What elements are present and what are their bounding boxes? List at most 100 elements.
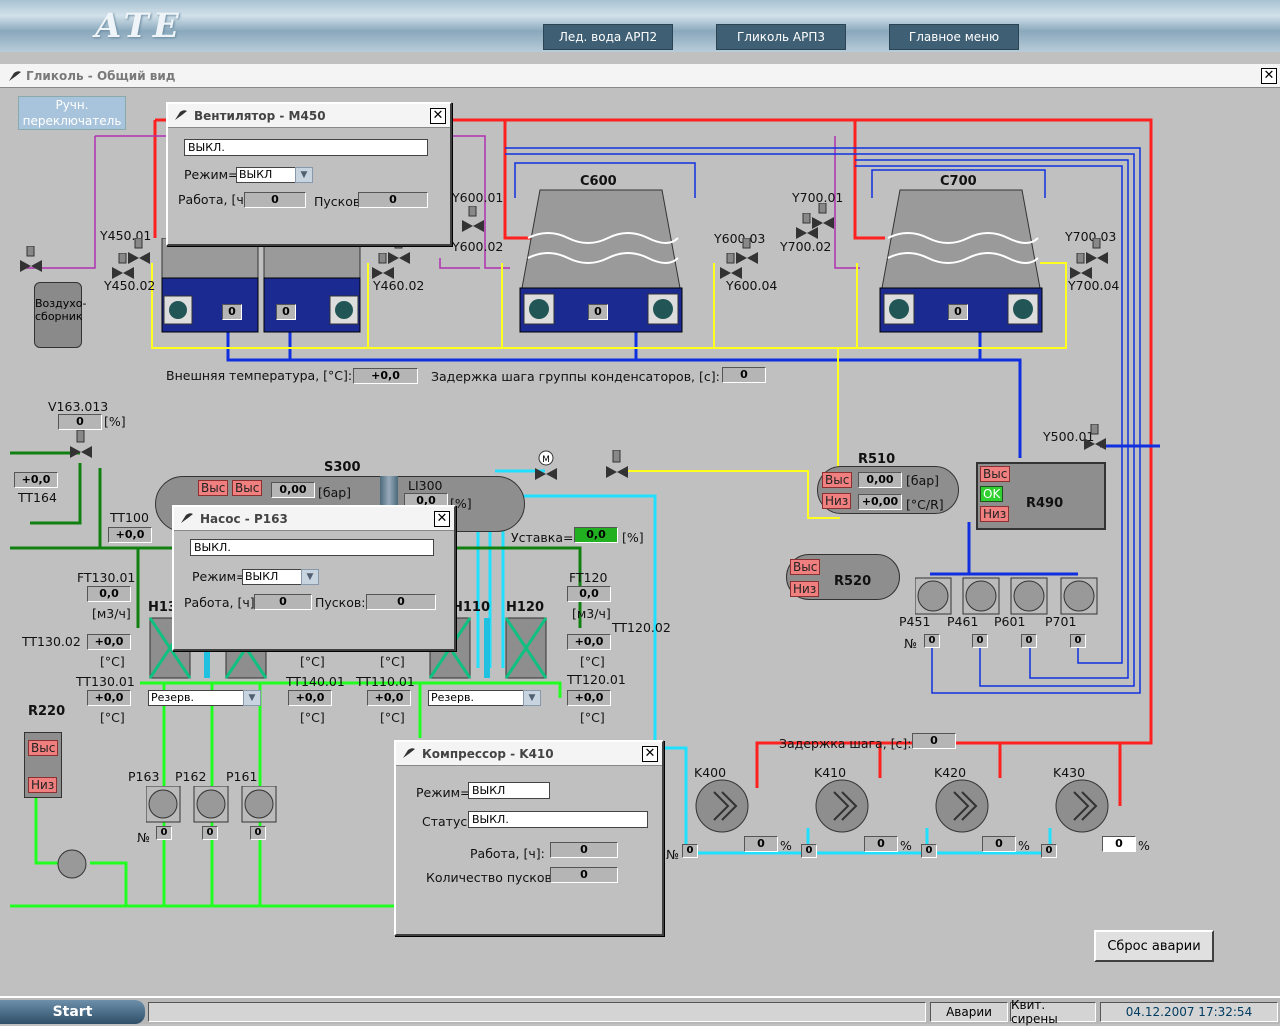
fan-dialog-titlebar[interactable]: Вентилятор - M450 ✕ [168,104,450,128]
tt140-01-value: +0,0 [288,690,332,706]
alarms-button[interactable]: Аварии [930,1002,1008,1022]
siren-ack-button[interactable]: Квит. сирены [1010,998,1096,1026]
tt120-02-value: +0,0 [567,634,611,650]
v163-valve-icon[interactable] [70,430,92,460]
h130-mode-select[interactable]: Резерв.▼ [148,690,261,706]
level-gauge-icon [380,476,398,506]
comp-status-label: Статус: [422,814,472,829]
valve-y700-04-icon[interactable] [1070,253,1092,279]
nav-main-menu-button[interactable]: Главное меню [889,24,1019,50]
p461-index: 0 [972,634,988,648]
k420-pct: % [1018,838,1030,853]
chevron-down-icon[interactable]: ▼ [243,690,261,706]
valve-icon[interactable] [20,246,42,272]
k430-load-value[interactable]: 0 [1102,836,1136,852]
motor-valve-icon[interactable]: M [534,450,558,480]
fan-dialog-close-icon[interactable]: ✕ [430,108,446,124]
valve-y460-02-icon[interactable] [372,253,394,279]
step-delay-value[interactable]: 0 [912,733,956,749]
tt110-01-value: +0,0 [367,690,411,706]
air-receiver[interactable]: Воздухо- сборник [34,282,86,348]
fan-m460-counter: 0 [276,304,296,320]
chevron-down-icon[interactable]: ▼ [301,569,319,585]
tt110-01-label: TT110.01 [356,674,415,689]
r220-high-alarm: Выс [28,740,59,756]
k420-load-value: 0 [982,836,1016,852]
tt120-01-label: TT120.01 [567,672,626,687]
s300-pressure-unit: [бар] [318,485,352,500]
pump-status-field: ВЫКЛ. [190,539,434,556]
valve-y700-03-icon[interactable] [1086,238,1108,264]
pump-mode-select[interactable]: ВЫКЛ▼ [242,569,319,585]
tt130-02-unit: [°C] [100,654,125,669]
cond-delay-value[interactable]: 0 [722,367,766,383]
compressor-dialog-title: Компрессор - K410 [422,746,554,761]
r490-low-alarm: Низ [980,506,1010,522]
ft130-value: 0,0 [87,586,131,602]
r520-high-alarm: Выс [790,559,821,575]
tt130-01-unit: [°C] [100,710,125,725]
y700-02-label: Y700.02 [780,239,832,254]
valve-y600-03-icon[interactable] [736,238,758,264]
condenser-c450-c460[interactable] [160,238,370,334]
tt120-01-unit: [°C] [580,710,605,725]
fan-mode-select[interactable]: ВЫКЛ ▼ [236,167,313,183]
s300-high-alarm: Выс [198,480,229,496]
valve-y600-01-icon[interactable] [462,206,484,232]
valve-y450-01-icon[interactable] [128,238,150,264]
valve-y600-04-icon[interactable] [720,253,742,279]
c600-label: C600 [580,174,617,189]
nav-glycol-button[interactable]: Гликоль АРП3 [716,24,846,50]
ft130-label: FT130.01 [77,570,136,585]
start-button[interactable]: Start [0,1000,145,1024]
comp-mode-field[interactable]: ВЫКЛ [468,782,550,799]
comp-starts-label: Количество пусков: [426,870,557,885]
manual-switch-button[interactable]: Ручн. переключатель [18,96,126,130]
fan-mode-value: ВЫКЛ [239,168,273,181]
pump-work-value: 0 [254,594,312,610]
setpoint-unit: [%] [622,530,644,545]
comp-mode-label: Режим= [416,785,471,800]
h110-mode-select[interactable]: Резерв.▼ [428,690,541,706]
p461-label: P461 [947,614,979,629]
r520-label: R520 [834,574,872,589]
pump-group-p451-p701[interactable] [915,576,1105,616]
manual-switch-line2: переключатель [22,114,122,128]
valve-y700-02-icon[interactable] [796,213,818,239]
logo: ATE [95,6,183,46]
compressor-dialog-titlebar[interactable]: Компрессор - K410 ✕ [396,742,662,766]
condenser-c600[interactable] [518,188,684,334]
valve-y700-01-icon[interactable] [812,203,834,229]
pump-dialog-title: Насос - P163 [200,511,288,526]
chevron-down-icon[interactable]: ▼ [295,167,313,183]
pump-dialog: Насос - P163 ✕ ВЫКЛ. Режим= ВЫКЛ▼ Работа… [172,505,456,651]
valve-yellow-line-icon[interactable] [606,450,628,480]
p161-index: 0 [250,826,266,840]
pump-dialog-titlebar[interactable]: Насос - P163 ✕ [174,507,454,531]
comp-work-label: Работа, [ч]: [470,846,545,861]
compressor-dialog-close-icon[interactable]: ✕ [642,746,658,762]
fan-starts-value: 0 [358,192,428,208]
ft120-unit: [м3/ч] [572,606,611,621]
valve-y500-icon[interactable] [1084,424,1106,450]
p162-label: P162 [175,769,207,784]
pump-group-p163-p161[interactable] [146,786,280,824]
k400-index: 0 [682,844,698,858]
app-icon [9,71,21,81]
p163-label: P163 [128,769,160,784]
pump-circulation-icon[interactable] [56,848,90,880]
pumps-no-label: № [904,636,918,651]
p451-label: P451 [899,614,931,629]
condenser-c700[interactable] [878,188,1044,334]
manual-switch-line1: Ручн. [55,98,89,112]
nav-ice-water-button[interactable]: Лед. вода АРП2 [543,24,673,50]
alarm-reset-button[interactable]: Сброс аварии [1094,930,1214,962]
compressor-group[interactable] [694,778,1114,836]
ext-temp-value: +0,0 [353,368,418,384]
setpoint-value[interactable]: 0,0 [574,527,618,543]
pump-dialog-close-icon[interactable]: ✕ [434,511,450,527]
valve-y450-02-icon[interactable] [112,253,134,279]
r490-label: R490 [1026,496,1064,511]
chevron-down-icon[interactable]: ▼ [523,690,541,706]
window-close-icon[interactable]: ✕ [1261,68,1277,84]
